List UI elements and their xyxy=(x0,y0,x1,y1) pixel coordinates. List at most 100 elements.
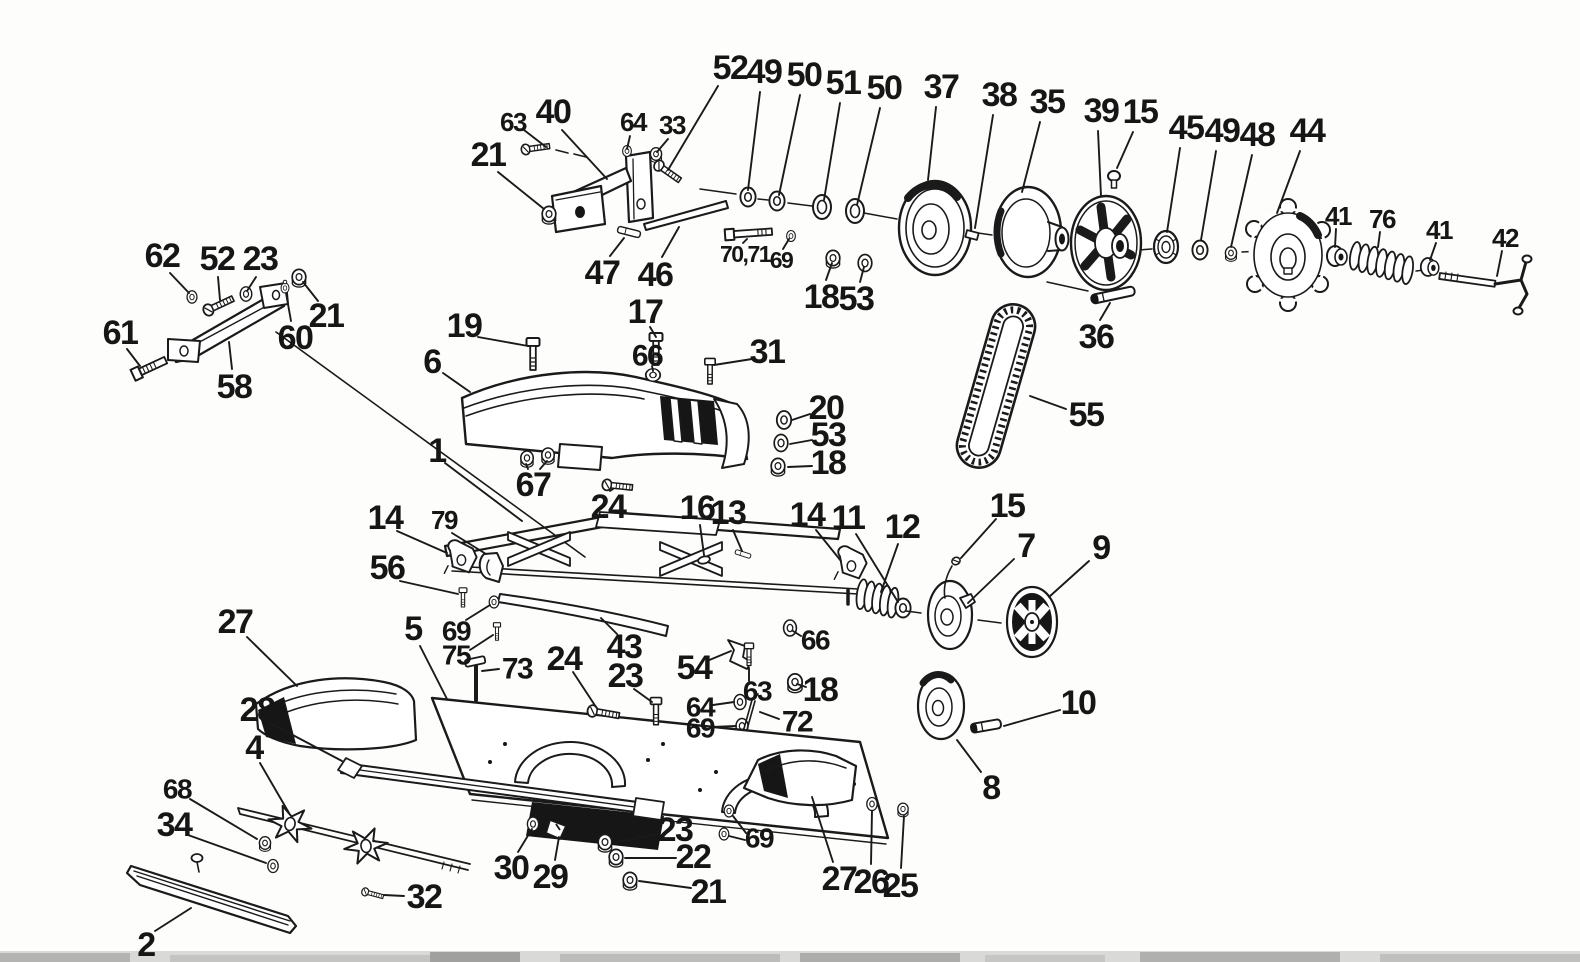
leader-line-18-top xyxy=(825,262,833,281)
part-27-cover-left xyxy=(254,677,418,751)
part-label-29: 29 xyxy=(533,858,568,896)
leader-line-6 xyxy=(442,372,471,393)
part-label-56: 56 xyxy=(370,549,405,587)
part-42-crank xyxy=(1438,254,1533,316)
part-label-26: 26 xyxy=(854,863,889,901)
part-label-35: 35 xyxy=(1030,83,1065,121)
part-label-64-right: 64 xyxy=(686,692,716,723)
part-label-28: 28 xyxy=(240,691,275,729)
leader-line-17 xyxy=(649,326,657,338)
part-label-50-top-b: 50 xyxy=(867,69,902,107)
part-label-73: 73 xyxy=(502,653,533,686)
leader-line-39 xyxy=(1097,130,1102,197)
leader-line-21-topleft xyxy=(497,171,545,210)
leader-line-11 xyxy=(855,533,899,603)
part-label-53-top: 53 xyxy=(839,280,874,318)
leader-line-55 xyxy=(1029,395,1067,410)
leader-line-53-top xyxy=(859,266,865,283)
part-label-27-left: 27 xyxy=(218,603,253,641)
part-label-15-right: 15 xyxy=(990,487,1025,525)
part-label-11: 11 xyxy=(832,499,866,537)
part-label-60: 60 xyxy=(278,319,313,357)
part-label-49-right: 49 xyxy=(1205,112,1240,150)
leader-line-23-left xyxy=(246,276,257,292)
leader-line-21-bottom xyxy=(638,880,692,889)
leader-line-36 xyxy=(1099,302,1111,321)
part-label-66-center: 66 xyxy=(632,340,663,373)
part-label-21-topleft: 21 xyxy=(471,136,506,174)
leader-line-35 xyxy=(1021,121,1041,193)
leader-line-10 xyxy=(1003,709,1061,727)
leader-line-29 xyxy=(554,836,560,861)
leader-line-56 xyxy=(399,580,459,595)
leader-line-34 xyxy=(187,834,267,864)
leader-line-44 xyxy=(1276,150,1301,214)
leader-line-24-center xyxy=(609,488,614,492)
leader-line-70-71 xyxy=(742,238,748,244)
leader-line-13 xyxy=(732,529,743,552)
part-label-39: 39 xyxy=(1084,92,1119,130)
leader-line-33 xyxy=(656,138,669,153)
leader-line-38 xyxy=(974,114,994,229)
leader-line-43 xyxy=(600,617,618,635)
part-label-2: 2 xyxy=(137,926,155,962)
leader-line-5 xyxy=(419,645,448,700)
leader-line-14-left xyxy=(396,530,448,554)
part-label-18-center: 18 xyxy=(811,444,846,482)
leader-line-15-right xyxy=(960,518,997,559)
part-58-bracket xyxy=(129,268,586,558)
screw-52-left xyxy=(200,292,237,319)
part-label-66-right: 66 xyxy=(801,625,830,656)
leader-line-67-1 xyxy=(539,460,548,470)
page-scan-artifact xyxy=(0,951,1580,962)
part-76-spring xyxy=(1348,241,1414,285)
leader-line-64-top xyxy=(626,135,631,150)
part-label-47: 47 xyxy=(585,254,620,292)
part-label-20: 20 xyxy=(809,389,844,427)
part-label-50-top-a: 50 xyxy=(787,56,822,94)
counter-bar xyxy=(337,757,735,891)
part-label-14-right: 14 xyxy=(790,496,826,534)
leader-line-41-b xyxy=(1429,242,1437,261)
part-55-vbelt xyxy=(955,303,1037,469)
leader-line-25 xyxy=(900,815,905,869)
part-label-23-bottom: 23 xyxy=(658,811,693,849)
part-label-27-right: 27 xyxy=(822,860,857,898)
part-label-15-top: 15 xyxy=(1123,93,1158,131)
leader-line-52-top xyxy=(667,85,719,171)
leader-line-69-bottomright xyxy=(732,815,747,834)
part-label-30: 30 xyxy=(494,849,529,887)
pulley-hardware-row xyxy=(699,170,1533,316)
part-label-18-right: 18 xyxy=(803,671,838,709)
leader-line-14-right xyxy=(815,529,842,562)
leader-line-31 xyxy=(713,358,753,366)
part-label-21-bottom: 21 xyxy=(691,873,726,911)
part-label-54: 54 xyxy=(677,649,713,687)
part-label-10: 10 xyxy=(1061,684,1096,722)
leader-line-48 xyxy=(1230,154,1253,248)
part-label-64-top: 64 xyxy=(620,107,648,137)
leader-line-16 xyxy=(699,524,705,556)
leader-line-23-bottom xyxy=(612,833,659,844)
part-label-41-b: 41 xyxy=(1426,215,1453,245)
part-label-76: 76 xyxy=(1369,204,1396,234)
part-label-1: 1 xyxy=(428,432,446,470)
part-label-51-top: 51 xyxy=(826,64,861,102)
part-12-spring xyxy=(855,578,900,619)
leader-line-18-right xyxy=(796,683,807,688)
part-label-18-top: 18 xyxy=(804,278,839,316)
part-44-disc xyxy=(1245,198,1331,312)
leader-line-67 xyxy=(525,463,529,470)
part-7-disc xyxy=(905,556,1002,651)
part-label-36: 36 xyxy=(1079,318,1114,356)
leader-line-41-a xyxy=(1334,228,1337,248)
part-label-43: 43 xyxy=(607,628,642,666)
leader-line-24-bottom xyxy=(572,671,597,708)
part-label-70-71: 70,71 xyxy=(720,241,772,267)
leader-line-58 xyxy=(228,341,233,370)
part-label-37: 37 xyxy=(924,68,959,106)
part-8-disc xyxy=(916,671,1002,741)
